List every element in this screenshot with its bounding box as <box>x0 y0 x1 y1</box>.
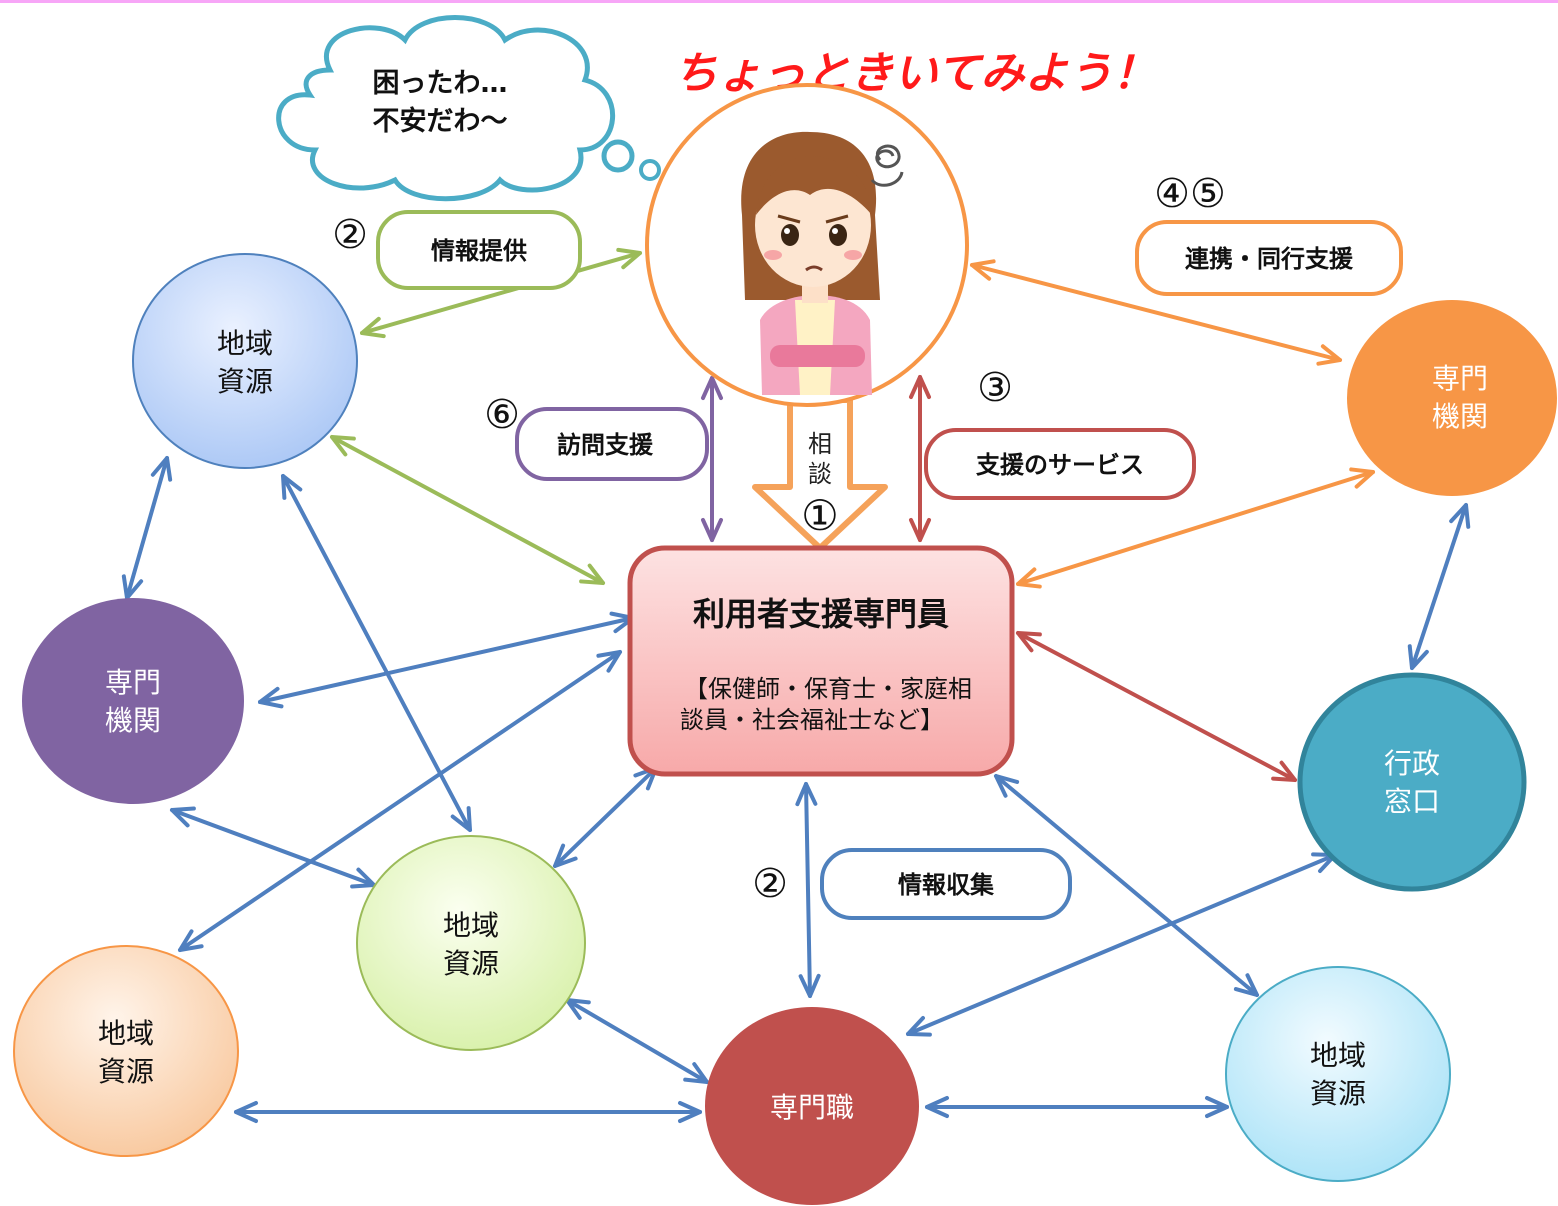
label-cooperation: ④⑤ 連携・同行支援 <box>1135 171 1403 296</box>
svg-text:支援のサービス: 支援のサービス <box>976 451 1144 479</box>
label-support-service: ③ 支援のサービス <box>924 365 1196 500</box>
svg-text:専門: 専門 <box>1432 362 1488 395</box>
link-center-resource-center <box>553 766 658 868</box>
svg-text:機関: 機関 <box>105 704 161 737</box>
svg-text:専門職: 専門職 <box>770 1091 854 1124</box>
svg-text:③: ③ <box>977 365 1013 411</box>
center-detail-2: 談員・社会福祉士など】 <box>680 706 944 734</box>
link-center-admin <box>1016 631 1297 782</box>
center-box: 利用者支援専門員 【保健師・保育士・家庭相 談員・社会福祉士など】 <box>627 545 1015 777</box>
confusion-swirl-icon <box>870 144 904 187</box>
node-agency-right: 専門 機関 <box>1347 300 1557 496</box>
thought-line-1: 困ったわ… <box>373 68 508 99</box>
svg-text:窓口: 窓口 <box>1384 785 1440 818</box>
node-resource-bottom-left: 地域 資源 <box>13 945 239 1157</box>
consult-arrow: 相 談 ① <box>752 397 888 551</box>
link-center-agency-left <box>258 611 635 709</box>
consult-number: ① <box>801 491 839 540</box>
link-resource-top-left-center <box>330 435 605 585</box>
consult-char-2: 談 <box>808 460 832 488</box>
svg-text:訪問支援: 訪問支援 <box>557 431 654 459</box>
link-user-center-service <box>909 375 931 542</box>
link-agency-right-center <box>1016 467 1375 589</box>
svg-text:資源: 資源 <box>443 947 499 980</box>
top-border <box>0 0 1558 3</box>
link-resource-top-left-agency-left <box>121 456 173 600</box>
link-agency-right-admin <box>1407 503 1471 670</box>
svg-text:②: ② <box>752 861 788 907</box>
svg-text:地域: 地域 <box>98 1017 154 1050</box>
svg-text:②: ② <box>332 212 368 258</box>
node-resource-bottom-right: 地域 資源 <box>1225 966 1451 1182</box>
node-agency-left: 専門 機関 <box>22 598 244 804</box>
node-admin-window: 行政 窓口 <box>1297 672 1527 892</box>
link-professional-resource-bottom-right <box>925 1096 1229 1118</box>
svg-text:地域: 地域 <box>443 909 499 942</box>
center-detail-1: 【保健師・保育士・家庭相 <box>684 675 972 703</box>
svg-text:資源: 資源 <box>98 1055 154 1088</box>
link-center-resource-bottom-right <box>994 774 1259 997</box>
center-title: 利用者支援専門員 <box>693 595 949 633</box>
label-info-provision: ② 情報提供 <box>332 210 582 290</box>
svg-text:④⑤: ④⑤ <box>1154 171 1226 217</box>
link-user-center-visit <box>701 376 723 542</box>
connector-links <box>121 247 1471 1123</box>
svg-text:資源: 資源 <box>217 365 273 398</box>
label-info-collection: ② 情報収集 <box>752 848 1072 920</box>
svg-text:情報収集: 情報収集 <box>898 871 995 899</box>
node-resource-top-left: 地域 資源 <box>132 253 358 469</box>
svg-text:地域: 地域 <box>217 327 273 360</box>
node-professional: 専門職 <box>705 1007 919 1205</box>
consult-char-1: 相 <box>808 430 832 458</box>
thought-line-2: 不安だわ～ <box>373 106 508 137</box>
svg-text:行政: 行政 <box>1384 747 1440 780</box>
headline: ちょっときいてみよう！ <box>674 48 1157 99</box>
svg-text:連携・同行支援: 連携・同行支援 <box>1185 245 1354 273</box>
svg-text:地域: 地域 <box>1310 1039 1366 1072</box>
link-center-resource-bottom-left <box>178 650 622 952</box>
svg-text:⑥: ⑥ <box>484 392 520 438</box>
svg-text:専門: 専門 <box>105 666 161 699</box>
user-circle <box>645 83 969 407</box>
link-center-professional <box>795 782 821 998</box>
link-resource-center-professional <box>565 998 709 1084</box>
thought-cloud-icon: 困ったわ… 不安だわ～ <box>276 15 680 202</box>
woman-worried-icon <box>741 131 880 395</box>
label-visit-support: ⑥ 訪問支援 <box>484 392 709 481</box>
link-resource-bottom-left-professional <box>234 1101 702 1123</box>
link-user-agency-right <box>970 259 1342 366</box>
link-resource-top-left-resource-center <box>281 474 472 832</box>
svg-text:情報提供: 情報提供 <box>431 237 527 265</box>
link-user-resource-top-left <box>360 247 642 339</box>
svg-text:資源: 資源 <box>1310 1077 1366 1110</box>
link-agency-left-resource-center <box>170 806 376 889</box>
node-resource-center: 地域 資源 <box>356 835 586 1051</box>
svg-text:機関: 機関 <box>1432 400 1488 433</box>
